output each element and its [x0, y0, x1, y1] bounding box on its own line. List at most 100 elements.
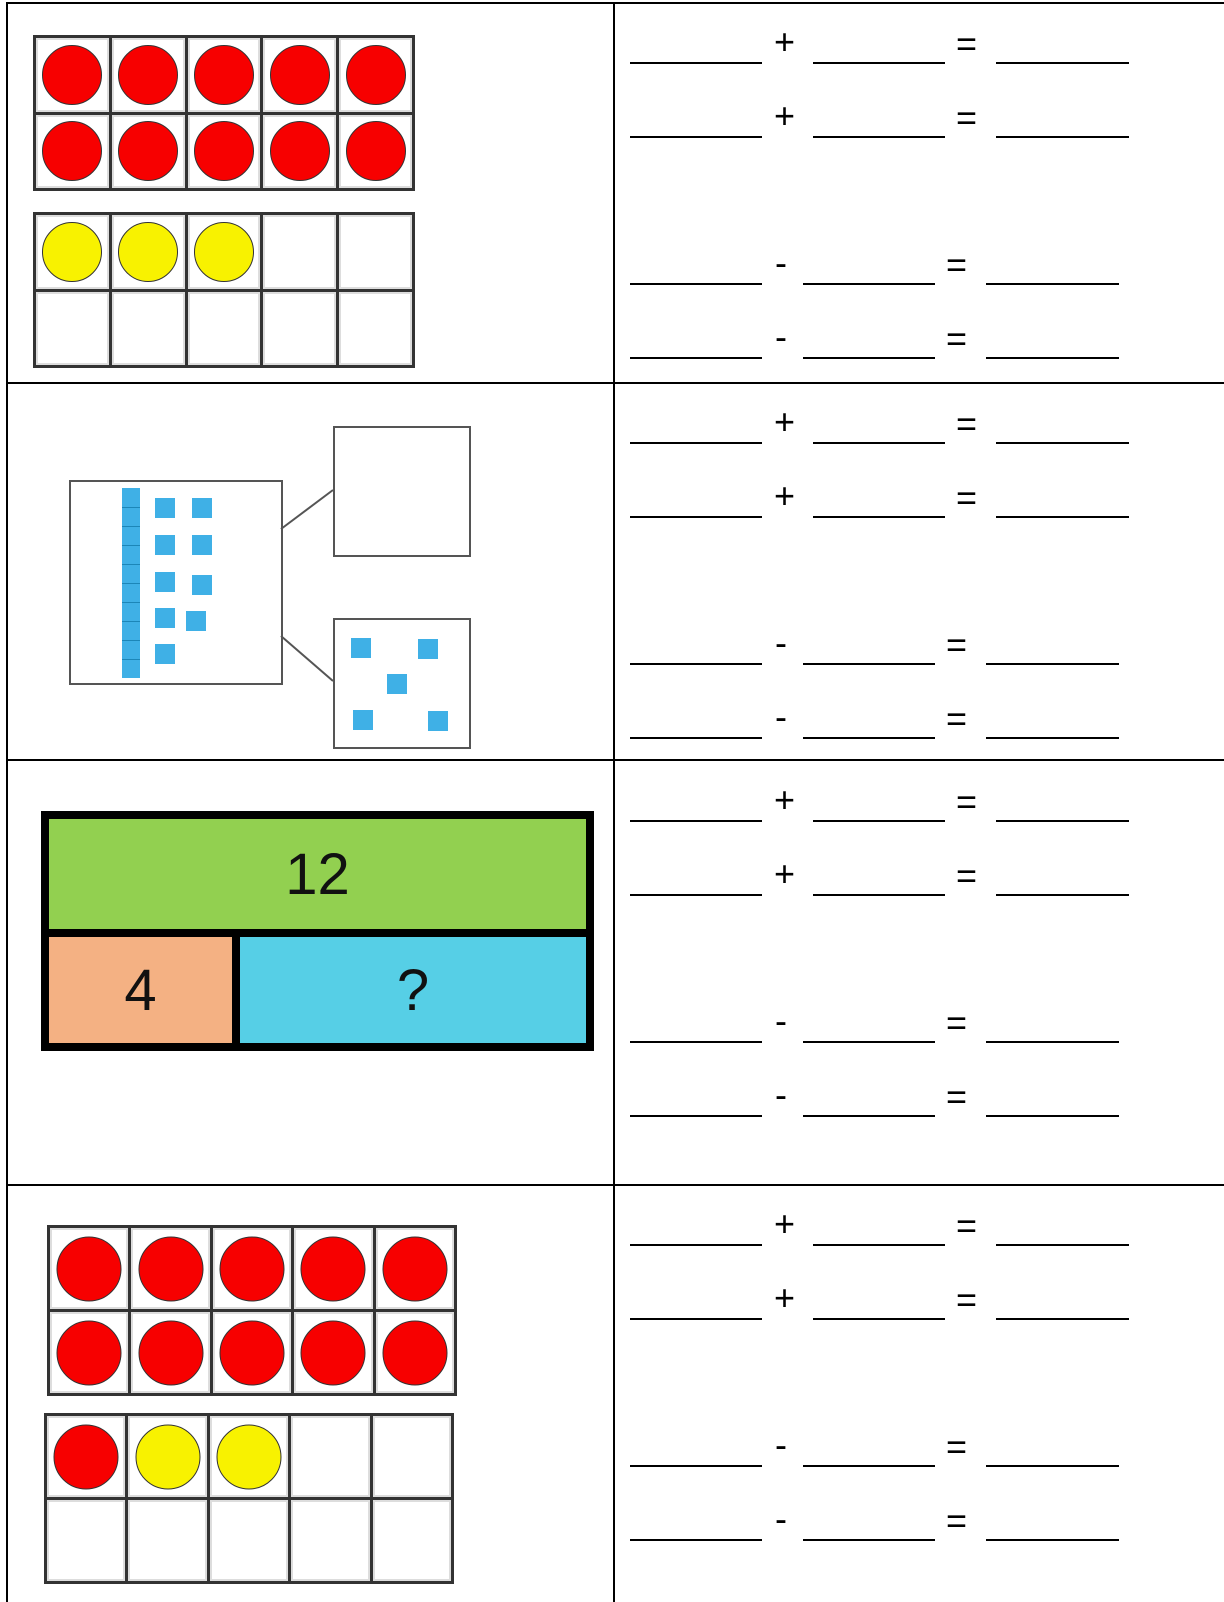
answer-blank[interactable]: [996, 894, 1129, 896]
answer-blank[interactable]: [630, 663, 762, 665]
equals-sign: =: [956, 858, 977, 894]
answer-blank[interactable]: [986, 283, 1119, 285]
answer-blank[interactable]: [986, 357, 1119, 359]
answer-blank[interactable]: [630, 1244, 762, 1246]
answer-blank[interactable]: [996, 136, 1129, 138]
equals-sign: =: [956, 784, 977, 820]
equals-sign: =: [946, 1005, 967, 1041]
ten-frame-cell: [210, 1416, 288, 1497]
answer-blank[interactable]: [986, 737, 1119, 739]
red-counter: [301, 1320, 366, 1385]
answer-blank[interactable]: [813, 894, 945, 896]
ten-frame-cell: [128, 1416, 206, 1497]
answer-blank[interactable]: [996, 1244, 1129, 1246]
ten-frame-cell: [213, 1228, 291, 1309]
equals-sign: =: [946, 701, 967, 737]
ten-frame-cell: [294, 1228, 372, 1309]
answer-blank[interactable]: [803, 1115, 935, 1117]
equals-sign: =: [956, 406, 977, 442]
answer-blank[interactable]: [996, 62, 1129, 64]
minus-sign: -: [775, 1077, 787, 1113]
answer-blank[interactable]: [630, 136, 762, 138]
ten-frame-cell: [291, 1416, 369, 1497]
answer-blank[interactable]: [803, 357, 935, 359]
answer-blank[interactable]: [803, 1465, 935, 1467]
red-counter: [138, 1320, 203, 1385]
answer-blank[interactable]: [996, 516, 1129, 518]
answer-blank[interactable]: [813, 62, 945, 64]
answer-blank[interactable]: [630, 62, 762, 64]
number-bond-part-bottom-box: [333, 618, 471, 749]
answer-blank[interactable]: [630, 894, 762, 896]
minus-sign: -: [775, 699, 787, 735]
cube: [351, 638, 371, 658]
answer-blank[interactable]: [630, 442, 762, 444]
equals-sign: =: [956, 1282, 977, 1318]
answer-blank[interactable]: [813, 1244, 945, 1246]
answer-blank[interactable]: [630, 820, 762, 822]
ten-frame-cell: [131, 1312, 209, 1393]
red-counter: [382, 1320, 447, 1385]
answer-blank[interactable]: [813, 820, 945, 822]
ten-frame-cell: [50, 1228, 128, 1309]
answer-blank[interactable]: [630, 1041, 762, 1043]
equals-sign: =: [956, 480, 977, 516]
ten-frame-cell: [373, 1416, 451, 1497]
answer-blank[interactable]: [630, 1115, 762, 1117]
answer-blank[interactable]: [813, 136, 945, 138]
answer-blank[interactable]: [803, 737, 935, 739]
answer-blank[interactable]: [630, 516, 762, 518]
ten-frame-cell: [376, 1228, 454, 1309]
number-bond-part-top-box[interactable]: [333, 426, 471, 557]
answer-blank[interactable]: [630, 283, 762, 285]
red-counter: [138, 1236, 203, 1301]
answer-blank[interactable]: [986, 1539, 1119, 1541]
answer-blank[interactable]: [630, 1465, 762, 1467]
plus-sign: +: [774, 478, 795, 514]
tape-whole: 12: [49, 819, 586, 929]
minus-sign: -: [775, 1501, 787, 1537]
answer-blank[interactable]: [813, 516, 945, 518]
equals-sign: =: [956, 26, 977, 62]
red-counter: [57, 1236, 122, 1301]
tape-part-unknown: ?: [240, 937, 586, 1043]
red-counter: [57, 1320, 122, 1385]
cube: [387, 674, 407, 694]
yellow-counter: [135, 1424, 200, 1489]
answer-blank[interactable]: [996, 442, 1129, 444]
answer-blank[interactable]: [986, 663, 1119, 665]
answer-blank[interactable]: [986, 1115, 1119, 1117]
answer-blank[interactable]: [630, 357, 762, 359]
answer-blank[interactable]: [803, 1041, 935, 1043]
tape-part-known: 4: [49, 937, 232, 1043]
answer-blank[interactable]: [986, 1041, 1119, 1043]
plus-sign: +: [774, 98, 795, 134]
minus-sign: -: [775, 1427, 787, 1463]
answer-blank[interactable]: [803, 283, 935, 285]
table-column-divider: [613, 2, 615, 1602]
red-counter: [219, 1236, 284, 1301]
plus-sign: +: [774, 782, 795, 818]
answer-blank[interactable]: [996, 1318, 1129, 1320]
plus-sign: +: [774, 404, 795, 440]
ten-frame-cell: [291, 1500, 369, 1581]
plus-sign: +: [774, 856, 795, 892]
table-row-divider-3: [6, 1184, 1224, 1186]
answer-blank[interactable]: [813, 1318, 945, 1320]
equals-sign: =: [956, 1208, 977, 1244]
answer-blank[interactable]: [996, 820, 1129, 822]
ten-frame-bottom-row4: [44, 1413, 454, 1584]
answer-blank[interactable]: [813, 442, 945, 444]
answer-blank[interactable]: [630, 737, 762, 739]
answer-blank[interactable]: [803, 663, 935, 665]
answer-blank[interactable]: [630, 1539, 762, 1541]
minus-sign: -: [775, 245, 787, 281]
plus-sign: +: [774, 24, 795, 60]
answer-blank[interactable]: [630, 1318, 762, 1320]
answer-blank[interactable]: [986, 1465, 1119, 1467]
answer-blank[interactable]: [803, 1539, 935, 1541]
equals-sign: =: [946, 1079, 967, 1115]
plus-sign: +: [774, 1206, 795, 1242]
red-counter: [219, 1320, 284, 1385]
ten-frame-cell: [50, 1312, 128, 1393]
